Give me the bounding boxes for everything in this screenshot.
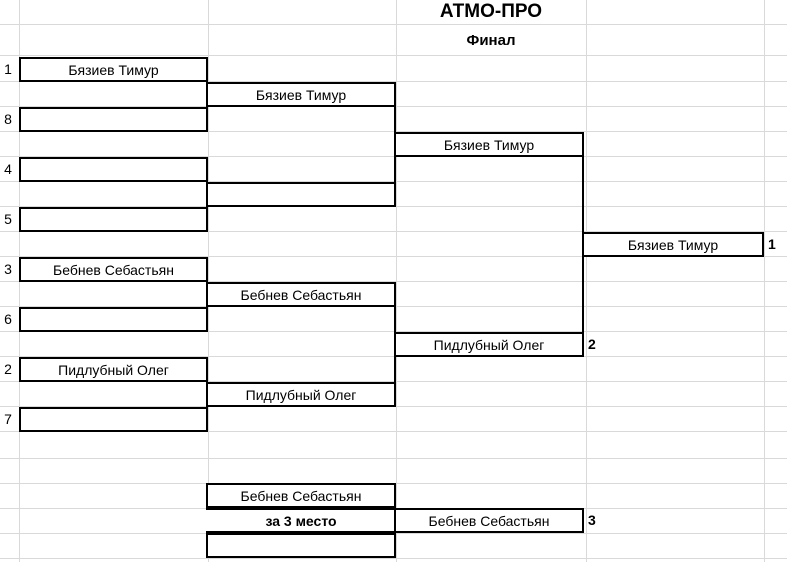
rank-marker-third: 3 xyxy=(588,512,596,528)
grid-row xyxy=(0,558,787,559)
third-place-slot-1[interactable]: Бебнев Себастьян xyxy=(206,483,396,508)
round1-slot-6[interactable] xyxy=(19,307,208,332)
round1-slot-2[interactable]: Пидлубный Олег xyxy=(19,357,208,382)
page-title: АТМО-ПРО xyxy=(439,1,543,22)
round1-slot-4[interactable] xyxy=(19,157,208,182)
seed-number-7: 7 xyxy=(4,411,12,427)
grid-row xyxy=(0,24,787,25)
round1-slot-5[interactable] xyxy=(19,207,208,232)
semifinal-slot-1[interactable]: Бязиев Тимур xyxy=(394,132,584,157)
seed-number-4: 4 xyxy=(4,161,12,177)
third-place-winner-slot[interactable]: Бебнев Себастьян xyxy=(394,508,584,533)
grid-row xyxy=(0,55,787,56)
round2-slot-1[interactable]: Бязиев Тимур xyxy=(206,82,396,107)
grid-col xyxy=(764,0,765,562)
seed-number-2: 2 xyxy=(4,361,12,377)
rank-marker-first: 1 xyxy=(768,236,776,252)
seed-number-6: 6 xyxy=(4,311,12,327)
third-place-caption: за 3 место xyxy=(206,508,396,533)
grid-col xyxy=(586,0,587,562)
stage-label: Финал xyxy=(466,32,516,49)
round2-slot-3[interactable]: Бебнев Себастьян xyxy=(206,282,396,307)
round1-slot-7[interactable] xyxy=(19,407,208,432)
rank-marker-second: 2 xyxy=(588,336,596,352)
third-place-slot-2[interactable] xyxy=(206,533,396,558)
round2-slot-4[interactable]: Пидлубный Олег xyxy=(206,382,396,407)
seed-number-1: 1 xyxy=(4,61,12,77)
round1-slot-8[interactable] xyxy=(19,107,208,132)
grid-row xyxy=(0,458,787,459)
seed-number-5: 5 xyxy=(4,211,12,227)
seed-number-3: 3 xyxy=(4,261,12,277)
round2-slot-2[interactable] xyxy=(206,182,396,207)
seed-number-8: 8 xyxy=(4,111,12,127)
round1-slot-3[interactable]: Бебнев Себастьян xyxy=(19,257,208,282)
semifinal-slot-2[interactable]: Пидлубный Олег xyxy=(394,332,584,357)
grid-col xyxy=(396,0,397,562)
round1-slot-1[interactable]: Бязиев Тимур xyxy=(19,57,208,82)
final-winner-slot[interactable]: Бязиев Тимур xyxy=(582,232,764,257)
